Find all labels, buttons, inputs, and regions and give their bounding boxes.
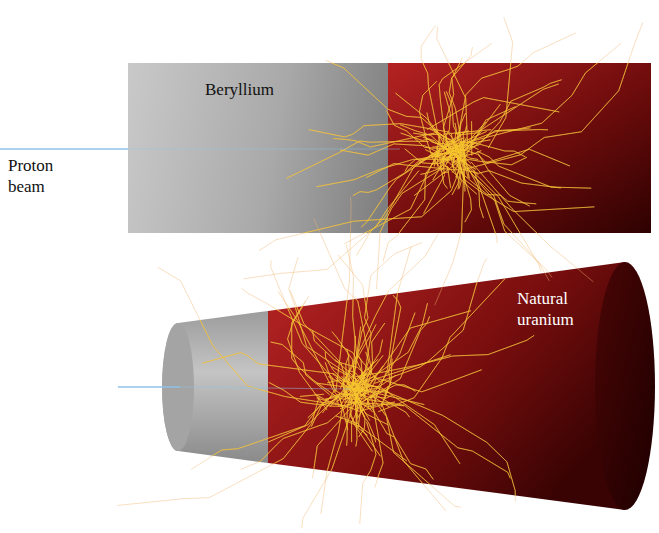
particle-track (456, 149, 570, 166)
particle-track (478, 153, 530, 206)
particle-track (463, 150, 527, 165)
uranium-block (388, 63, 651, 233)
particle-track (463, 63, 643, 170)
particle-track (488, 17, 512, 148)
beam-line (118, 386, 180, 388)
particle-track (471, 162, 593, 233)
particle-track (443, 148, 445, 174)
particle-track (443, 63, 462, 159)
particle-track (424, 175, 445, 213)
particle-track (474, 170, 498, 243)
particle-track (444, 141, 552, 233)
particle-track (405, 156, 455, 171)
particle-track (449, 134, 454, 148)
particle-track (355, 388, 357, 401)
particle-track (421, 26, 439, 167)
particle-track (444, 130, 491, 134)
particle-track (442, 172, 448, 173)
cone-front-face (162, 323, 194, 451)
particle-track (464, 107, 515, 159)
beryllium-target: Beryllium (128, 63, 388, 233)
material-label: Natural uranium (517, 288, 592, 331)
particle-track (424, 175, 445, 213)
particle-track (451, 150, 464, 153)
particle-track (432, 154, 453, 160)
particle-track (477, 151, 591, 188)
particle-track (468, 43, 621, 142)
cone-end-face (595, 262, 655, 510)
beam-label: Proton beam (8, 155, 70, 198)
shower-tracks-outside (117, 17, 642, 528)
particle-track (455, 147, 461, 150)
particle-track (452, 131, 482, 150)
particle-track (459, 113, 465, 148)
particle-track (438, 149, 442, 171)
particle-track (443, 84, 558, 146)
particle-track (449, 151, 478, 174)
particle-track (437, 26, 468, 150)
particle-track (442, 157, 536, 204)
particle-track (441, 142, 476, 152)
particle-track (463, 165, 550, 233)
particle-track (452, 63, 576, 167)
particle-track (463, 22, 643, 169)
uranium-cone (268, 262, 625, 510)
beryllium-section (162, 311, 268, 463)
particle-track (361, 372, 366, 389)
beam-line (128, 148, 400, 149)
beam-line (0, 148, 128, 150)
material-label: Beryllium (205, 79, 274, 100)
particle-track (474, 170, 498, 233)
particle-track (442, 172, 448, 173)
particle-track (477, 151, 591, 188)
particle-track (468, 63, 621, 142)
particle-track (400, 125, 447, 150)
particle-track (435, 150, 465, 305)
particle-track (440, 125, 466, 153)
particle-track (444, 130, 491, 134)
particle-track (435, 150, 465, 233)
particle-track (444, 141, 552, 277)
particle-track (427, 113, 456, 143)
particle-track (454, 153, 541, 233)
